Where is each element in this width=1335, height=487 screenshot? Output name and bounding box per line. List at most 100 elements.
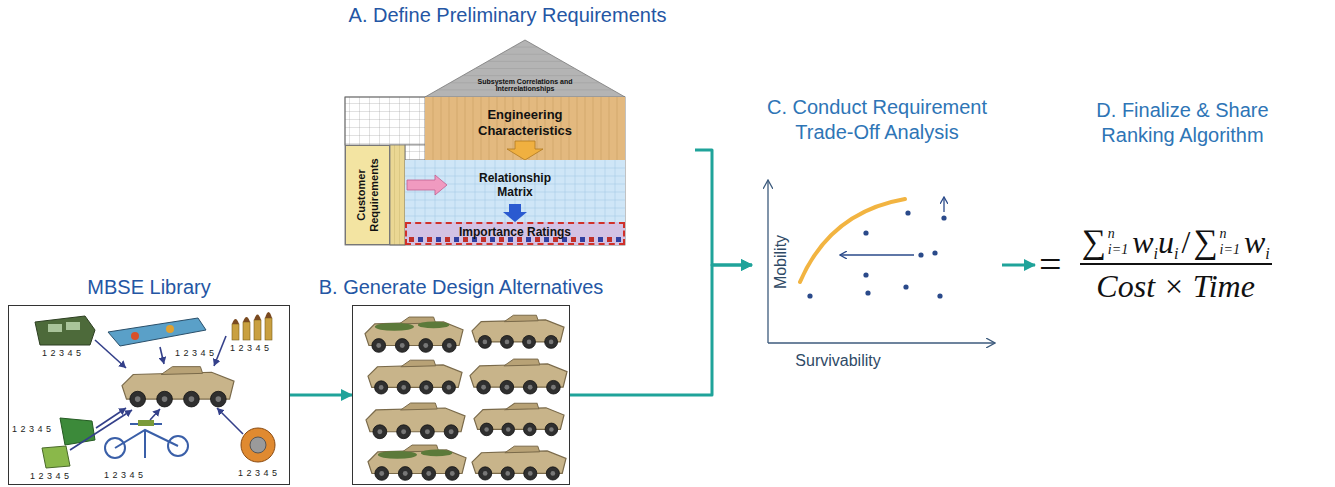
circle-part: [447, 343, 452, 348]
path-part: [254, 315, 261, 321]
polygon-part: [42, 446, 70, 468]
line-part: [405, 200, 625, 201]
circle-part: [550, 471, 555, 476]
numerator: ∑ni=1wiui/∑ni=1wi: [1080, 225, 1272, 263]
flow-arrow: [695, 150, 752, 265]
rect-part: [345, 97, 425, 145]
vehicles: [122, 315, 567, 480]
g-part: [232, 318, 272, 340]
circle-part: [449, 429, 454, 434]
circle-part: [446, 385, 451, 390]
circle-part: [241, 428, 275, 462]
line-part: [601, 97, 602, 160]
circle-part: [375, 381, 388, 394]
house-grid: [345, 97, 625, 245]
subscript: i: [1154, 246, 1158, 262]
requirements-band: Customer Requirements: [345, 145, 390, 245]
circle-part: [397, 425, 411, 439]
callout-number: 1 2 3 4 5: [12, 424, 52, 434]
rect-part: [589, 237, 594, 242]
rect-part: [405, 145, 425, 160]
polygon-part: [108, 318, 206, 346]
circle-part: [932, 250, 937, 255]
line-part: [475, 160, 476, 222]
ellipse-part: [375, 323, 414, 331]
circle-part: [372, 339, 386, 353]
circle-part: [546, 467, 559, 480]
line-part: [405, 168, 625, 169]
node-text: B. Generate Design Alternatives: [281, 276, 641, 299]
tradeoff-graph: [768, 180, 995, 343]
rect-part: [445, 237, 450, 242]
node-text: Relationship Matrix: [460, 171, 570, 200]
circle-part: [484, 427, 489, 432]
circle-part: [130, 391, 146, 407]
g-part: [232, 312, 272, 324]
rect-part: [427, 237, 432, 242]
g-part: [807, 210, 946, 298]
line-part: [555, 160, 556, 222]
circle-part: [545, 335, 558, 348]
ellipse-part: [418, 321, 449, 328]
subscript: i: [1265, 246, 1269, 262]
limit: i=1: [1108, 242, 1128, 258]
circle-part: [135, 396, 141, 402]
line-part: [609, 97, 610, 160]
path-part: [115, 424, 178, 458]
circle-part: [425, 429, 430, 434]
circle-part: [424, 385, 429, 390]
denominator: Cost × Time: [1096, 265, 1255, 304]
vehicle-figure: [366, 403, 465, 439]
circle-part: [373, 425, 387, 439]
circle-part: [903, 284, 908, 289]
circle-part: [480, 423, 493, 436]
circle-part: [375, 467, 389, 481]
circle-part: [501, 467, 514, 480]
line-part: [150, 409, 160, 420]
circle-part: [524, 467, 537, 480]
axis-label: Mobility: [772, 235, 790, 289]
circle-part: [478, 335, 491, 348]
line-part: [617, 97, 618, 160]
circle-part: [502, 423, 515, 436]
tradeoff-panel: C. Conduct Requirement Trade-Off Analysi…: [752, 95, 1002, 375]
ellipse-part: [421, 449, 452, 456]
line-part: [217, 408, 243, 434]
vehicle-figure: [472, 315, 564, 348]
circle-part: [937, 293, 942, 298]
line-part: [160, 347, 164, 364]
circle-part: [863, 230, 868, 235]
circle-part: [545, 423, 558, 436]
circle-part: [401, 385, 406, 390]
g-part: [138, 420, 154, 426]
line-part: [449, 97, 450, 160]
line-part: [214, 336, 226, 366]
line-part: [575, 160, 576, 222]
circle-part: [420, 381, 433, 394]
polygon-part: [504, 359, 540, 366]
rect-part: [66, 322, 80, 330]
circle-part: [528, 427, 533, 432]
path-part: [800, 199, 905, 282]
circle-part: [528, 471, 533, 476]
circle-part: [549, 427, 554, 432]
line-part: [943, 197, 944, 212]
circle-part: [483, 471, 488, 476]
circle-part: [905, 210, 910, 215]
polygon-part: [35, 316, 95, 345]
node-text: C. Conduct Requirement Trade-Off Analysi…: [752, 95, 1002, 145]
rect-part: [580, 237, 585, 242]
line-part: [485, 160, 486, 222]
characteristics-band: Engineering Characteristics: [425, 97, 625, 160]
circle-part: [941, 215, 946, 220]
path-part: [232, 319, 239, 324]
circle-part: [477, 380, 491, 394]
line-part: [463, 75, 588, 76]
circle-part: [423, 343, 428, 348]
vehicle-figure: [368, 360, 462, 394]
polygon-part: [504, 315, 538, 321]
polygon-part: [60, 418, 95, 445]
g-part: [105, 424, 188, 458]
line-part: [585, 160, 586, 222]
circle-part: [523, 335, 536, 348]
